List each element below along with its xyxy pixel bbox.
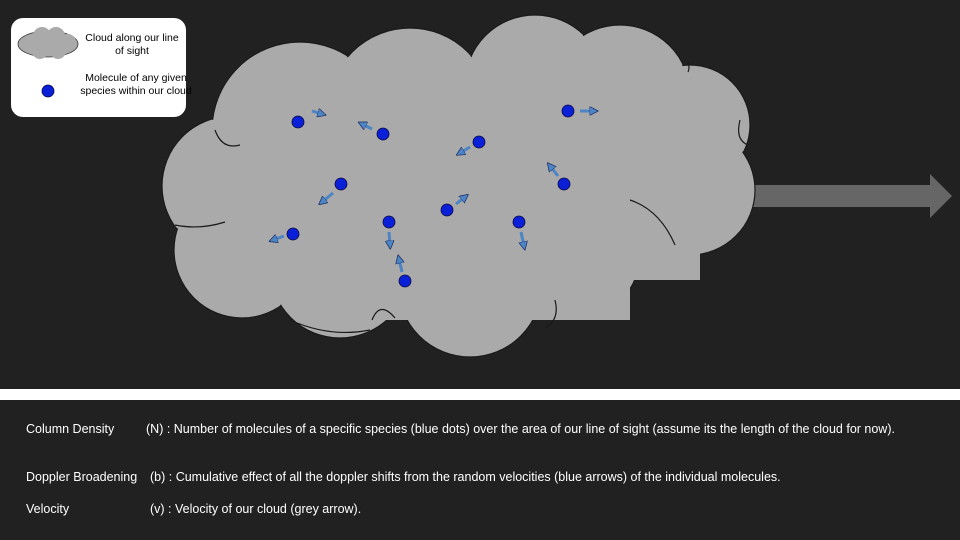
legend-molecule-label: Molecule of any given species within our… — [80, 72, 192, 97]
molecule-dot — [398, 274, 412, 288]
cloud-diagram — [11, 14, 952, 358]
definition-text: (v) : Velocity of our cloud (grey arrow)… — [150, 502, 362, 516]
molecule-dot — [286, 227, 300, 241]
definition-text: (N) : Number of molecules of a specific … — [146, 422, 895, 436]
velocity-arrow — [460, 145, 471, 153]
molecule-dot — [557, 177, 571, 191]
velocity-arrow — [550, 166, 560, 177]
definition-velocity: Velocity (v) : Velocity of our cloud (gr… — [26, 501, 926, 517]
velocity-arrow — [273, 236, 285, 240]
definition-doppler-broadening: Doppler Broadening (b) : Cumulative effe… — [26, 469, 926, 485]
molecule-dot — [512, 215, 526, 229]
molecule-dot — [382, 215, 396, 229]
velocity-arrow — [322, 191, 334, 202]
definition-column-density: Column Density (N) : Number of molecules… — [26, 421, 926, 453]
legend-cloud-label: Cloud along our line of sight — [85, 32, 179, 57]
definition-text: (b) : Cumulative effect of all the doppl… — [150, 470, 781, 484]
velocity-arrow — [311, 111, 322, 114]
velocity-arrow — [455, 197, 465, 206]
velocity-arrow — [362, 124, 373, 131]
molecule-dot — [561, 104, 575, 118]
molecule-dot — [472, 135, 486, 149]
divider — [0, 389, 960, 400]
velocity-arrow — [521, 231, 524, 246]
definition-term: Doppler Broadening — [26, 470, 138, 484]
molecule-dot — [334, 177, 348, 191]
definition-term: Column Density — [26, 422, 115, 436]
molecule-dot — [376, 127, 390, 141]
velocity-arrow — [389, 231, 390, 245]
legend-molecule-icon — [41, 84, 55, 98]
velocity-arrow — [399, 259, 402, 273]
definition-term: Velocity — [26, 502, 70, 516]
cloud-velocity-arrow — [748, 174, 952, 218]
molecule-dot — [291, 115, 305, 129]
molecule-dot — [440, 203, 454, 217]
